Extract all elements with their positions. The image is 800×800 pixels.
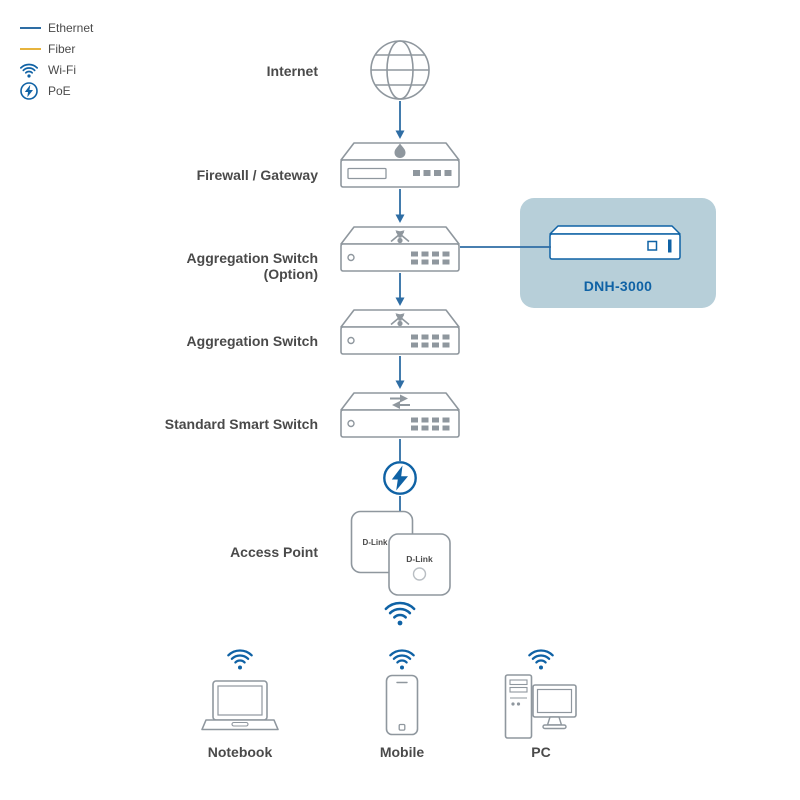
label-mobile: Mobile (379, 744, 425, 760)
dnh-3000-label: DNH-3000 (583, 278, 653, 294)
wifi-icon (20, 63, 48, 78)
wifi-icon-mobile (389, 649, 415, 670)
standard-smart-switch-icon (340, 392, 460, 438)
access-point-icon: D-Link D-Link (350, 510, 451, 596)
legend-label-ethernet: Ethernet (48, 21, 94, 35)
legend-label-poe: PoE (48, 84, 71, 98)
label-aggregation-switch-option-line1: Aggregation Switch (186, 250, 318, 266)
legend-label-fiber: Fiber (48, 42, 76, 56)
label-aggregation-switch-option-line2: (Option) (263, 266, 318, 282)
pc-icon (504, 674, 577, 739)
wifi-icon-notebook (227, 649, 253, 670)
wifi-icon-pc (528, 649, 554, 670)
legend-item-wifi: Wi-Fi (20, 60, 93, 80)
crossed-arrows-icon (390, 230, 410, 243)
firewall-gateway-icon (340, 142, 460, 188)
ap-brand-back: D-Link (363, 538, 388, 547)
legend-item-poe: PoE (20, 81, 93, 101)
label-aggregation-switch-option: Aggregation Switch (Option) (108, 250, 318, 282)
label-notebook: Notebook (207, 744, 273, 760)
label-standard-smart-switch: Standard Smart Switch (164, 416, 318, 432)
label-access-point: Access Point (230, 544, 318, 560)
flame-icon (394, 143, 406, 158)
legend: Ethernet Fiber Wi-Fi (20, 18, 93, 102)
aggregation-switch-option-icon (340, 226, 460, 272)
aggregation-switch-icon (340, 309, 460, 355)
legend-label-wifi: Wi-Fi (48, 63, 76, 77)
wifi-icon-access-point (384, 601, 416, 626)
notebook-icon (201, 680, 279, 731)
dnh-3000-callout: DNH-3000 (520, 198, 716, 308)
internet-globe-icon (370, 40, 430, 100)
label-pc: PC (531, 744, 551, 760)
poe-icon (20, 82, 48, 100)
poe-icon (383, 461, 417, 495)
label-aggregation-switch: Aggregation Switch (186, 333, 318, 349)
ethernet-line-swatch (20, 27, 48, 29)
mobile-icon (385, 674, 419, 736)
crossed-arrows-icon (390, 313, 410, 326)
label-firewall-gateway: Firewall / Gateway (196, 167, 318, 183)
transfer-arrows-icon (390, 394, 410, 409)
fiber-line-swatch (20, 48, 48, 50)
label-internet: Internet (266, 63, 318, 79)
ap-brand-front: D-Link (406, 554, 433, 564)
legend-item-ethernet: Ethernet (20, 18, 93, 38)
dnh-3000-device-icon (549, 225, 681, 260)
legend-item-fiber: Fiber (20, 39, 93, 59)
